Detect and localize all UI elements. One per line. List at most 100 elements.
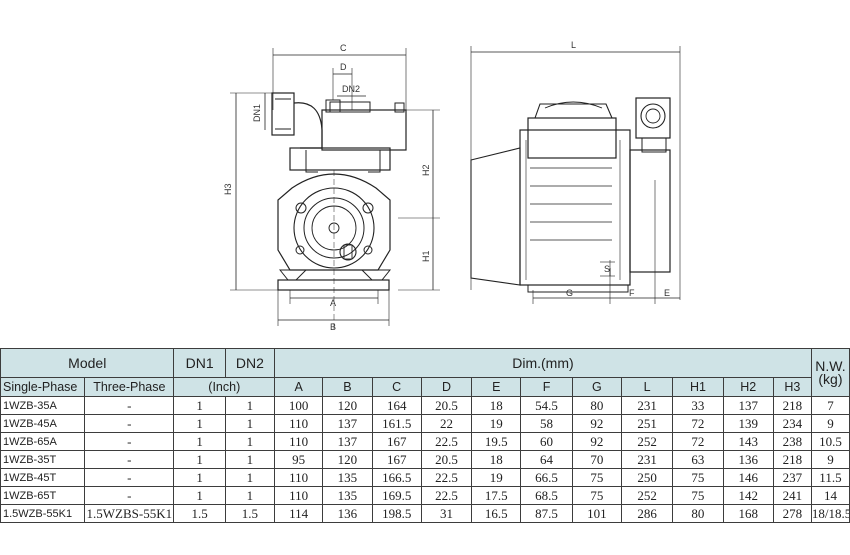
dim-value: 231 (620, 450, 674, 469)
header-net-weight: N.W. (kg) (810, 348, 850, 397)
model-three-phase: - (84, 396, 175, 415)
header-dim: Dim.(mm) (274, 348, 812, 378)
dim-value: 168 (722, 504, 774, 523)
dn1-value: 1 (173, 486, 226, 505)
dim-value: 64 (520, 450, 573, 469)
dim-value: 252 (620, 432, 674, 451)
dim-value: 72 (672, 414, 724, 433)
dn2-value: 1 (224, 432, 276, 451)
dim-value: 166.5 (371, 468, 422, 487)
dim-value: 75 (672, 468, 724, 487)
dim-value: 20.5 (420, 450, 473, 469)
dim-value: 120 (322, 450, 373, 469)
model-single-phase: 1WZB-45A (0, 414, 86, 433)
model-three-phase: - (84, 432, 175, 451)
net-weight-value: 18/18.5 (810, 504, 850, 523)
dim-label-f: F (629, 288, 635, 298)
dn2-value: 1 (224, 414, 276, 433)
dim-value: 251 (620, 414, 674, 433)
header-col: H2 (722, 377, 774, 397)
dim-value: 198.5 (371, 504, 422, 523)
dim-label-dn2: DN2 (342, 84, 360, 94)
dim-label-c: C (340, 43, 347, 53)
dim-label-d: D (340, 62, 347, 72)
model-three-phase: - (84, 468, 175, 487)
model-single-phase: 1WZB-65T (0, 486, 86, 505)
dim-value: 218 (772, 450, 812, 469)
net-weight-value: 9 (810, 414, 850, 433)
dim-value: 92 (571, 432, 622, 451)
header-dn1: DN1 (173, 348, 226, 378)
model-three-phase: - (84, 414, 175, 433)
header-col: L (620, 377, 674, 397)
dim-value: 31 (420, 504, 473, 523)
dim-label-h2: H2 (421, 164, 431, 176)
dim-label-dn1: DN1 (252, 104, 262, 122)
dim-value: 22.5 (420, 468, 473, 487)
dim-value: 80 (672, 504, 724, 523)
dim-label-e: E (664, 288, 670, 298)
dim-value: 234 (772, 414, 812, 433)
dim-value: 218 (772, 396, 812, 415)
dim-value: 66.5 (520, 468, 573, 487)
dn1-value: 1.5 (173, 504, 226, 523)
dim-value: 169.5 (371, 486, 422, 505)
dim-label-a: A (330, 298, 336, 308)
dim-value: 167 (371, 432, 422, 451)
dn1-value: 1 (173, 396, 226, 415)
dim-label-g: G (566, 288, 573, 298)
dim-value: 68.5 (520, 486, 573, 505)
dim-value: 75 (672, 486, 724, 505)
header-inch: (Inch) (173, 377, 276, 397)
dim-value: 238 (772, 432, 812, 451)
header-dn2: DN2 (224, 348, 276, 378)
model-single-phase: 1WZB-45T (0, 468, 86, 487)
side-view (470, 46, 681, 304)
model-three-phase: 1.5WZBS-55K1 (84, 504, 175, 523)
header-nw-line1: N.W. (815, 357, 846, 374)
header-col: E (471, 377, 522, 397)
dim-value: 146 (722, 468, 774, 487)
dim-value: 278 (772, 504, 812, 523)
header-three-phase: Three-Phase (84, 377, 175, 397)
dim-value: 250 (620, 468, 674, 487)
header-col: H3 (772, 377, 812, 397)
dim-value: 72 (672, 432, 724, 451)
dim-value: 110 (274, 486, 324, 505)
dim-value: 161.5 (371, 414, 422, 433)
dim-value: 20.5 (420, 396, 473, 415)
dim-value: 101 (571, 504, 622, 523)
header-col: B (322, 377, 373, 397)
dim-value: 18 (471, 450, 522, 469)
dim-value: 142 (722, 486, 774, 505)
dim-value: 286 (620, 504, 674, 523)
dim-label-h1: H1 (421, 250, 431, 262)
dim-value: 92 (571, 414, 622, 433)
dim-value: 164 (371, 396, 422, 415)
dim-value: 110 (274, 468, 324, 487)
dim-value: 136 (722, 450, 774, 469)
dimension-table: Model DN1 DN2 Dim.(mm) N.W. (kg) Single-… (0, 348, 850, 523)
header-col: H1 (672, 377, 724, 397)
header-col: C (371, 377, 422, 397)
net-weight-value: 7 (810, 396, 850, 415)
pump-dimension-drawing: C D DN2 DN1 H3 H2 H1 A B L S G F E (223, 40, 681, 332)
front-view (230, 48, 440, 330)
dn2-value: 1 (224, 450, 276, 469)
dim-value: 135 (322, 486, 373, 505)
model-single-phase: 1.5WZB-55K1 (0, 504, 86, 523)
dim-value: 87.5 (520, 504, 573, 523)
dim-value: 63 (672, 450, 724, 469)
dim-value: 33 (672, 396, 724, 415)
header-nw-line2: (kg) (818, 370, 843, 387)
dim-value: 16.5 (471, 504, 522, 523)
dim-label-s: S (604, 264, 610, 274)
dim-label-b: B (330, 322, 336, 332)
dim-value: 17.5 (471, 486, 522, 505)
model-single-phase: 1WZB-35T (0, 450, 86, 469)
dim-value: 143 (722, 432, 774, 451)
